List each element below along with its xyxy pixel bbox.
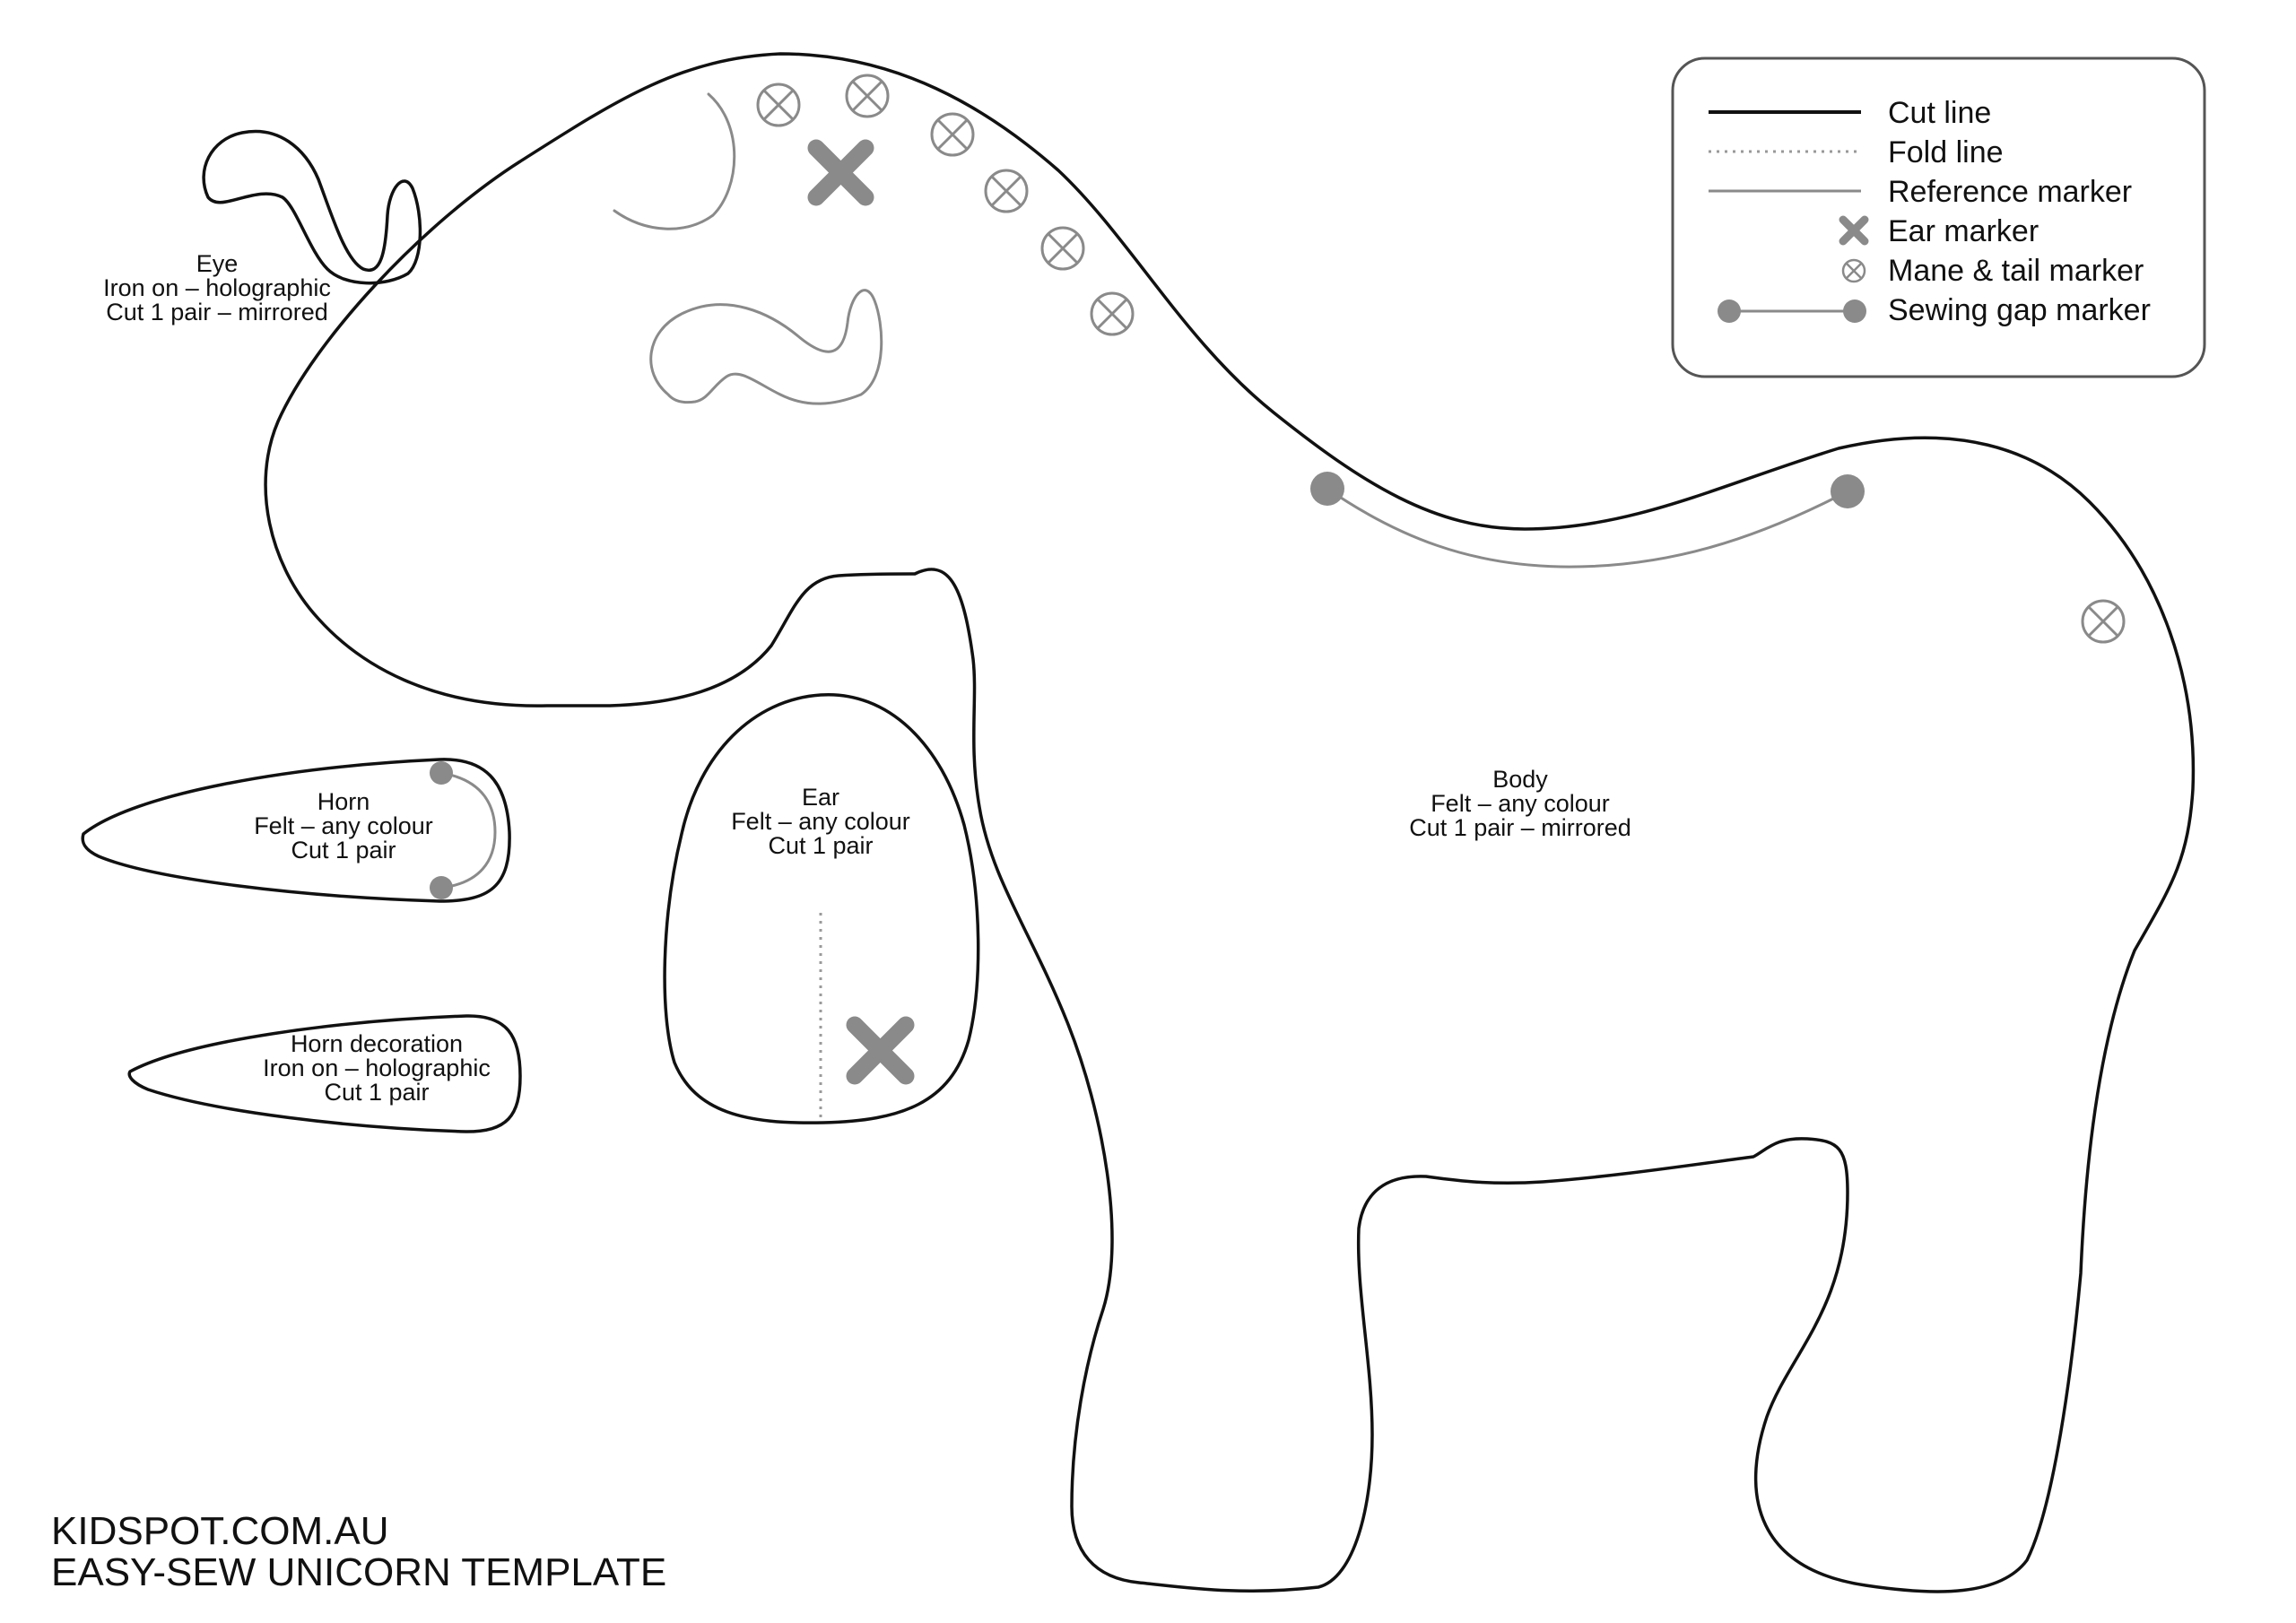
legend-label-cut-line: Cut line <box>1888 96 1991 130</box>
legend-box: Cut line Fold line Reference marker Ear … <box>1671 56 2206 378</box>
footer-title: EASY-SEW UNICORN TEMPLATE <box>51 1550 666 1594</box>
ear-piece: Ear Felt – any colour Cut 1 pair <box>663 693 980 1124</box>
horn-label-name: Horn <box>317 788 370 815</box>
eye-label-material: Iron on – holographic <box>103 274 331 301</box>
body-label-cut: Cut 1 pair – mirrored <box>1409 814 1631 841</box>
head-reference-curve <box>613 92 736 230</box>
body-sewing-gap-line <box>1326 487 1849 568</box>
body-cut-outline <box>264 52 2196 1593</box>
legend-label-reference-marker: Reference marker <box>1888 175 2132 209</box>
eye-label-name: Eye <box>196 250 239 277</box>
bold-x-icon <box>1839 215 1869 246</box>
horn-decoration-label-material: Iron on – holographic <box>263 1055 491 1081</box>
mane-marker-icon <box>1090 291 1135 336</box>
eye-piece: Eye Iron on – holographic Cut 1 pair – m… <box>103 129 422 325</box>
footer-branding: KIDSPOT.COM.AU EASY-SEW UNICORN TEMPLATE <box>51 1509 666 1594</box>
horn-label-material: Felt – any colour <box>254 812 433 839</box>
legend-label-fold-line: Fold line <box>1888 135 2004 169</box>
ear-marker-icon <box>846 1016 915 1085</box>
horn-cut-outline <box>81 758 511 903</box>
footer-site: KIDSPOT.COM.AU <box>51 1509 389 1553</box>
ear-label-material: Felt – any colour <box>731 808 910 835</box>
mane-marker-icon <box>984 169 1029 213</box>
body-label-material: Felt – any colour <box>1431 790 1610 817</box>
body-piece: Body Felt – any colour Cut 1 pair – mirr… <box>264 52 2196 1593</box>
dot-line-dot-icon <box>1718 299 1866 323</box>
ear-label-name: Ear <box>802 784 839 811</box>
horn-gap-dot-top <box>430 761 453 785</box>
body-label-name: Body <box>1492 766 1548 793</box>
legend-label-ear-marker: Ear marker <box>1888 214 2039 248</box>
eye-placement-reference <box>649 289 883 405</box>
horn-sewing-gap-line <box>439 771 497 890</box>
mane-marker-icon <box>756 82 801 127</box>
horn-label-cut: Cut 1 pair <box>291 837 396 864</box>
mane-marker-icon <box>930 112 975 157</box>
circled-x-icon <box>1841 258 1866 283</box>
eye-cut-outline <box>202 129 422 285</box>
ear-marker-icon <box>807 139 874 206</box>
horn-gap-dot-bottom <box>430 876 453 899</box>
horn-decoration-piece: Horn decoration Iron on – holographic Cu… <box>127 1014 522 1133</box>
horn-piece: Horn Felt – any colour Cut 1 pair <box>81 758 511 903</box>
mane-marker-icon <box>845 74 890 118</box>
tail-marker-icon <box>2081 599 2126 644</box>
ear-label-cut: Cut 1 pair <box>768 832 873 859</box>
legend-frame <box>1671 56 2206 378</box>
sewing-gap-dot-end <box>1831 474 1865 508</box>
horn-decoration-cut-outline <box>127 1014 522 1133</box>
legend-label-sewing-gap-marker: Sewing gap marker <box>1888 293 2151 327</box>
horn-decoration-label-name: Horn decoration <box>291 1030 463 1057</box>
mane-marker-icon <box>1040 226 1085 271</box>
ear-cut-outline <box>663 693 980 1124</box>
sewing-gap-dot-start <box>1310 472 1344 506</box>
horn-decoration-label-cut: Cut 1 pair <box>324 1079 429 1106</box>
legend-label-mane-tail-marker: Mane & tail marker <box>1888 254 2144 288</box>
eye-label-cut: Cut 1 pair – mirrored <box>106 299 328 325</box>
